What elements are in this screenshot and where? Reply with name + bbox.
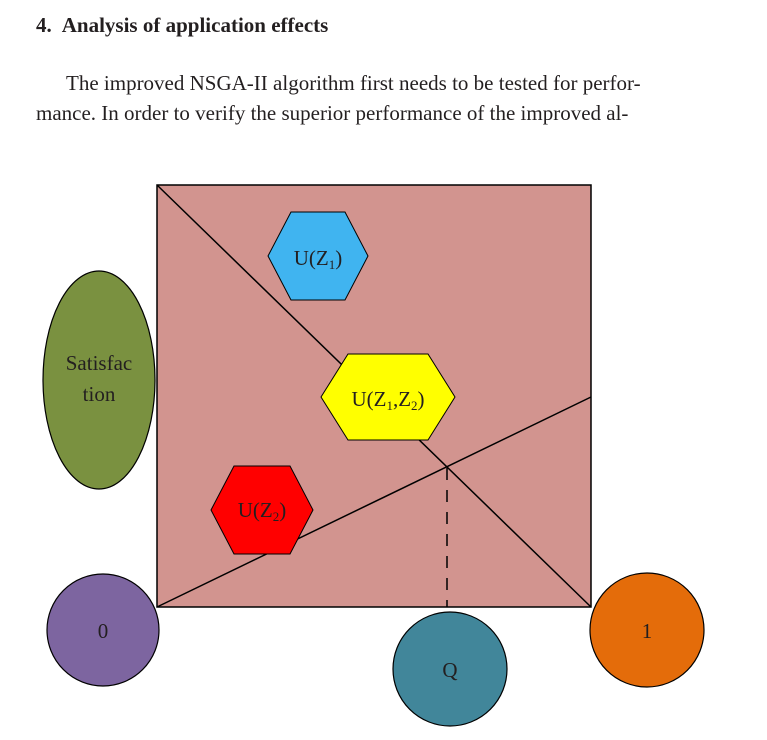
- satisfaction-diagram: Satisfac tion U(Z1) U(Z1,Z2) U(Z2) 0 Q 1: [42, 184, 705, 727]
- u-z1-close: ): [335, 246, 342, 270]
- u-z2-prefix: U(Z: [238, 498, 273, 522]
- hexagon-u-z1-z2-label: U(Z1,Z2): [351, 387, 424, 413]
- section-title: Analysis of application effects: [61, 13, 329, 37]
- u-z1z2-prefix: U(Z: [351, 387, 386, 411]
- circle-one-label: 1: [642, 619, 653, 643]
- u-z1-subscript: 1: [329, 257, 336, 272]
- hexagon-u-z2: [210, 465, 314, 555]
- hexagon-u-z2-label: U(Z2): [238, 498, 287, 524]
- hexagon-u-z1-z2: [320, 353, 456, 441]
- diagonal-line-ascending: [156, 396, 592, 608]
- circle-zero: [46, 573, 160, 687]
- body-paragraph: The improved NSGA-II algorithm first nee…: [36, 68, 732, 128]
- u-z1z2-close: ): [418, 387, 425, 411]
- u-z1z2-mid: ,Z: [393, 387, 411, 411]
- circle-one: [589, 572, 705, 688]
- hexagon-u-z1: [267, 211, 369, 301]
- u-z1z2-subscript-1: 1: [386, 398, 393, 413]
- section-heading: 4. Analysis of application effects: [36, 12, 328, 38]
- satisfaction-ellipse: [42, 270, 156, 490]
- figure: Satisfac tion U(Z1) U(Z1,Z2) U(Z2) 0 Q 1: [0, 170, 767, 740]
- satisfaction-label-line-1: Satisfac: [66, 351, 132, 375]
- circle-zero-label: 0: [98, 619, 109, 643]
- u-z1z2-subscript-2: 2: [411, 398, 418, 413]
- satisfaction-label-line-2: tion: [83, 382, 116, 406]
- u-z1-prefix: U(Z: [294, 246, 329, 270]
- u-z2-subscript: 2: [273, 509, 280, 524]
- paragraph-line-1: The improved NSGA-II algorithm first nee…: [66, 71, 641, 95]
- u-z2-close: ): [279, 498, 286, 522]
- paragraph-line-2: mance. In order to verify the superior p…: [36, 101, 629, 125]
- section-number: 4.: [36, 13, 52, 37]
- circle-q-label: Q: [442, 658, 457, 682]
- hexagon-u-z1-label: U(Z1): [294, 246, 343, 272]
- circle-q: [392, 611, 508, 727]
